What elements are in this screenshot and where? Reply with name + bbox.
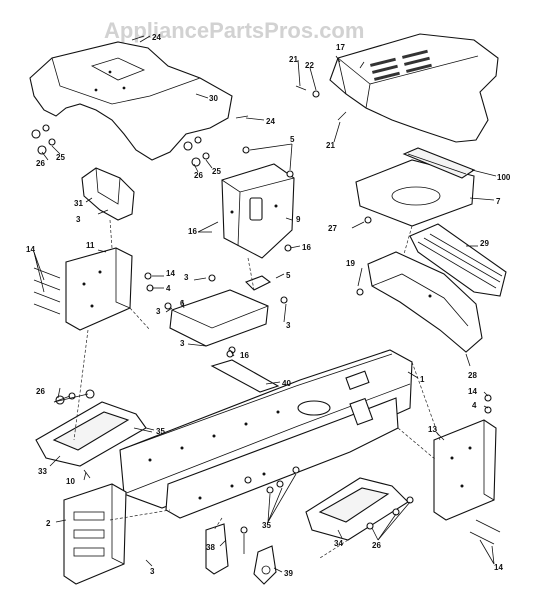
fender-part	[29, 41, 233, 161]
label-40: 40	[282, 379, 291, 388]
part-labels: 24 30 24 26 25 26 25 31 3 5 21 22 17 21 …	[26, 33, 511, 578]
label-1: 1	[420, 375, 425, 384]
label-19: 19	[346, 259, 355, 268]
label-14: 14	[166, 269, 175, 278]
label-25: 25	[212, 167, 221, 176]
brace-part	[210, 350, 280, 393]
label-5: 5	[286, 271, 291, 280]
label-3: 3	[76, 215, 81, 224]
leader-lines	[33, 35, 497, 573]
label-28: 28	[468, 371, 477, 380]
label-11: 11	[86, 241, 95, 250]
label-24: 24	[152, 33, 161, 42]
hardware-35	[133, 427, 300, 494]
label-5: 5	[290, 135, 295, 144]
label-16: 16	[188, 227, 197, 236]
label-22: 22	[305, 61, 314, 70]
label-27: 27	[328, 224, 337, 233]
label-26: 26	[36, 387, 45, 396]
label-4: 4	[472, 401, 477, 410]
label-31: 31	[74, 199, 83, 208]
label-14: 14	[494, 563, 503, 572]
label-24: 24	[266, 117, 275, 126]
label-38: 38	[206, 543, 215, 552]
label-30: 30	[209, 94, 218, 103]
label-34: 34	[334, 539, 343, 548]
label-25: 25	[56, 153, 65, 162]
bracket-part	[81, 167, 135, 221]
fender-hardware	[31, 35, 249, 215]
label-13: 13	[428, 425, 437, 434]
grille-part	[409, 223, 507, 297]
label-9: 9	[296, 215, 301, 224]
label-14: 14	[468, 387, 477, 396]
label-16: 16	[302, 243, 311, 252]
dash-panel-part	[221, 146, 295, 259]
label-3: 3	[150, 567, 155, 576]
nose-part	[356, 251, 483, 353]
label-17: 17	[336, 43, 345, 52]
assembly-lines	[73, 219, 441, 559]
footrest-left-part	[35, 389, 147, 479]
label-35: 35	[262, 521, 271, 530]
label-7: 7	[496, 197, 501, 206]
label-33: 33	[38, 467, 47, 476]
label-10: 10	[66, 477, 75, 486]
hood-hardware	[295, 85, 347, 121]
footrest-right-part	[305, 477, 414, 541]
label-26: 26	[36, 159, 45, 168]
label-3: 3	[180, 339, 185, 348]
seat-pan-part	[164, 274, 288, 354]
side-plate-part	[33, 247, 154, 331]
label-21: 21	[326, 141, 335, 150]
label-16: 16	[240, 351, 249, 360]
label-26: 26	[194, 171, 203, 180]
label-4: 4	[166, 284, 171, 293]
label-6: 6	[180, 299, 185, 308]
label-14: 14	[26, 245, 35, 254]
bracket-38-part	[205, 523, 248, 575]
watermark-text: AppliancePartsPros.com	[104, 18, 364, 43]
frame-part	[119, 349, 413, 519]
rear-plate-part	[63, 483, 127, 585]
label-21: 21	[289, 55, 298, 64]
label-3: 3	[184, 273, 189, 282]
label-100: 100	[497, 173, 511, 182]
label-2: 2	[46, 519, 51, 528]
hood-part	[329, 33, 499, 143]
bracket-39-part	[253, 545, 277, 585]
label-26: 26	[372, 541, 381, 550]
label-3: 3	[286, 321, 291, 330]
label-29: 29	[480, 239, 489, 248]
side-plate-right-part	[433, 394, 501, 545]
label-35: 35	[156, 427, 165, 436]
label-39: 39	[284, 569, 293, 578]
panel-part	[355, 147, 476, 227]
label-3: 3	[156, 307, 161, 316]
